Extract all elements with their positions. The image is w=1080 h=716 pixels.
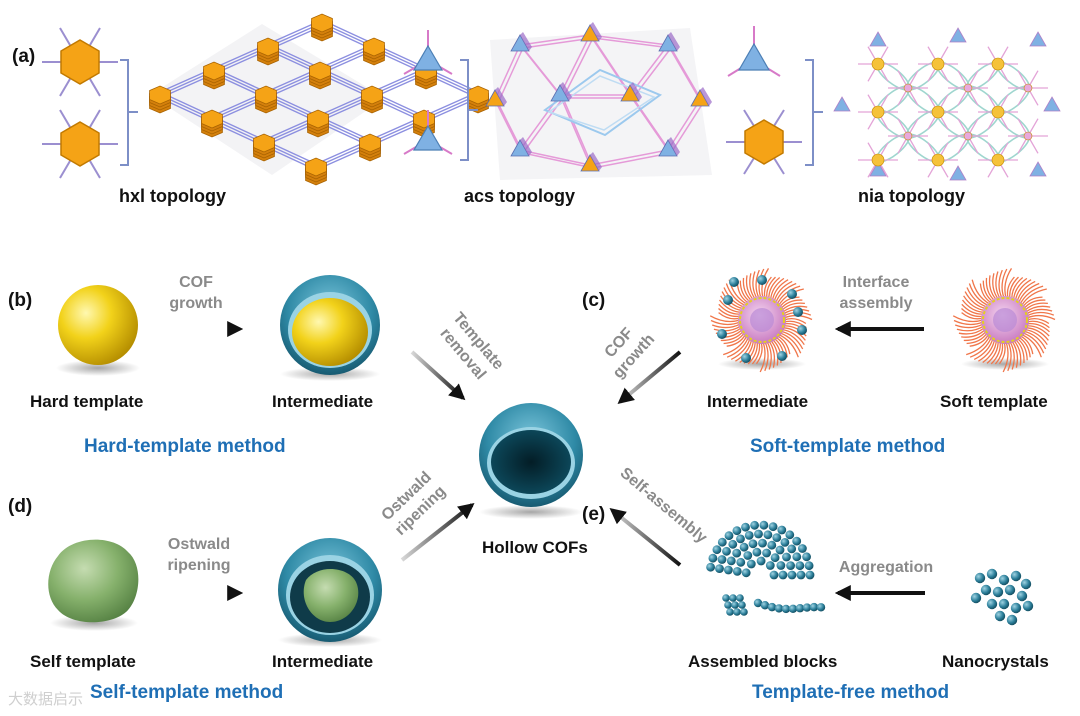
acs-monomer-bottom — [403, 110, 453, 155]
panel-label-c: (c) — [582, 290, 606, 311]
panel-label-e: (e) — [582, 504, 606, 525]
label-intermediate-self: Intermediate — [272, 652, 374, 671]
nia-monomer-bottom — [726, 109, 802, 175]
hxl-monomer-bottom — [42, 109, 118, 179]
topology-hxl-label: hxl topology — [119, 186, 226, 206]
panel-label-b: (b) — [8, 290, 33, 311]
label-intermediate-hard: Intermediate — [272, 392, 374, 411]
panel-label-a: (a) — [12, 46, 36, 67]
step-aggregation: Aggregation — [838, 559, 934, 576]
method-self-template: Self-template method — [90, 682, 284, 703]
nia-bracket — [805, 59, 823, 166]
method-hard-template: Hard-template method — [84, 436, 286, 457]
self-template-shadow — [50, 615, 138, 631]
nia-network — [833, 27, 1061, 181]
topology-acs-label: acs topology — [464, 186, 576, 206]
label-assembled-blocks: Assembled blocks — [688, 652, 838, 671]
label-hollow-cofs: Hollow COFs — [482, 538, 588, 557]
arrow-ostwald-self — [400, 503, 475, 562]
method-template-free: Template-free method — [752, 682, 950, 703]
hard-intermediate — [280, 275, 380, 381]
acs-network — [485, 22, 712, 180]
self-intermediate — [278, 538, 382, 647]
hxl-bracket — [120, 59, 138, 166]
acs-bracket — [460, 59, 478, 161]
nia-monomer-top — [727, 26, 781, 77]
label-self-template: Self template — [30, 652, 136, 671]
method-soft-template: Soft-template method — [750, 436, 946, 457]
arrow-cof-growth-soft — [617, 350, 682, 405]
soft-intermediate — [709, 268, 813, 373]
assembled-blocks — [706, 520, 826, 616]
topology-nia-label: nia topology — [858, 186, 965, 206]
hollow-cof-sphere — [479, 403, 583, 519]
panel-label-d: (d) — [8, 496, 33, 517]
nanocrystals-cluster — [970, 568, 1034, 626]
hxl-network — [149, 13, 489, 186]
hard-template-sphere — [58, 285, 138, 365]
watermark: 大数据启示 — [8, 691, 84, 708]
arrow-self-assembly — [609, 507, 682, 567]
label-soft-template: Soft template — [940, 392, 1048, 411]
soft-template — [952, 268, 1056, 373]
hxl-monomer-top — [42, 27, 118, 97]
label-hard-template: Hard template — [30, 392, 144, 411]
label-intermediate-soft: Intermediate — [707, 392, 809, 411]
hard-template-shadow — [56, 360, 140, 376]
acs-monomer-top — [403, 30, 453, 75]
label-nanocrystals: Nanocrystals — [942, 652, 1049, 671]
self-template-blob — [48, 539, 139, 623]
arrow-template-removal — [410, 350, 466, 401]
